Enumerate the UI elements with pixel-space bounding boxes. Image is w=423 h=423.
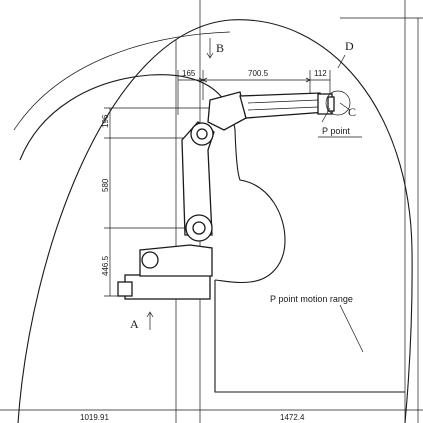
top-dim-arrows bbox=[198, 77, 311, 83]
robot-flange bbox=[327, 96, 335, 112]
p-point-leader bbox=[321, 107, 331, 123]
dim-top-flange: 112 bbox=[314, 69, 327, 78]
point-c-leader bbox=[339, 102, 351, 111]
shoulder-joint-inner bbox=[192, 221, 206, 235]
outer-motion-range-curve bbox=[17, 19, 413, 423]
dim-vert-arm: 580 bbox=[101, 178, 110, 192]
base-motor bbox=[141, 251, 159, 269]
robot-base-connector bbox=[117, 281, 133, 297]
robot-base-turret bbox=[139, 244, 213, 277]
label-p-point: P point bbox=[322, 126, 350, 136]
label-view-a: A bbox=[130, 317, 139, 331]
motion-range-leader bbox=[339, 304, 364, 353]
robot-arm bbox=[117, 91, 335, 300]
curve-d-leader bbox=[337, 54, 346, 69]
small-left-arc bbox=[13, 31, 231, 131]
label-curve-d: D bbox=[345, 39, 354, 53]
dim-bottom-right: 1472.4 bbox=[280, 413, 305, 422]
robot-base-plate bbox=[124, 274, 211, 300]
label-motion-range: P point motion range bbox=[270, 294, 353, 304]
elbow-joint-inner bbox=[196, 128, 208, 140]
robot-lower-arm bbox=[181, 121, 215, 236]
label-point-c: C bbox=[348, 105, 356, 119]
dim-vert-base: 446.5 bbox=[101, 255, 110, 276]
label-view-b: B bbox=[216, 41, 224, 55]
forearm-detail bbox=[247, 99, 319, 111]
view-a-arrow-head bbox=[146, 311, 154, 318]
elbow-housing bbox=[207, 91, 247, 131]
robot-forearm bbox=[239, 92, 327, 119]
dim-bottom-left: 1019.91 bbox=[80, 413, 109, 422]
point-c-circle bbox=[325, 90, 351, 116]
dim-vert-upper: 196 bbox=[101, 114, 110, 128]
inner-range-lower-boundary bbox=[214, 280, 405, 393]
view-b-arrow-head bbox=[206, 52, 214, 59]
inner-range-boundary bbox=[19, 74, 286, 284]
dim-top-reach: 700.5 bbox=[248, 69, 269, 78]
dim-top-offset: 165 bbox=[182, 69, 196, 78]
